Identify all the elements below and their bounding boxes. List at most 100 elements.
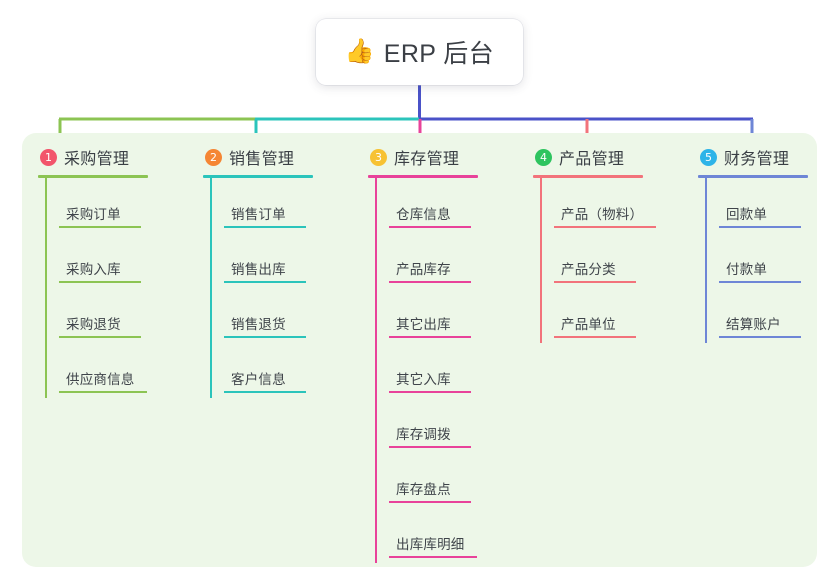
leaf-underline xyxy=(554,226,656,228)
leaf-label: 付款单 xyxy=(726,262,768,277)
leaf-underline xyxy=(389,391,471,393)
column-4: 4 产品管理产品（物料） 产品分类产品单位 xyxy=(533,146,656,343)
leaf-node[interactable]: 库存盘点 xyxy=(382,453,478,508)
column-badge-1: 1 xyxy=(40,148,57,166)
leaf-label: 采购订单 xyxy=(66,207,121,222)
leaf-node[interactable]: 销售出库 xyxy=(217,233,313,288)
leaf-label: 产品单位 xyxy=(561,317,616,332)
leaf-underline xyxy=(389,226,471,228)
leaf-node[interactable]: 采购退货 xyxy=(52,288,148,343)
column-title-5: 财务管理 xyxy=(724,151,790,168)
leaf-label: 产品库存 xyxy=(396,262,451,277)
leaf-node[interactable]: 仓库信息 xyxy=(382,178,478,233)
column-2: 2 销售管理销售订单销售出库销售退货客户信息 xyxy=(203,146,313,398)
leaf-node[interactable]: 采购入库 xyxy=(52,233,148,288)
leaf-label: 库存盘点 xyxy=(396,482,451,497)
leaf-node[interactable]: 销售退货 xyxy=(217,288,313,343)
leaf-label: 销售订单 xyxy=(231,207,286,222)
column-title-4: 产品管理 xyxy=(559,151,625,168)
leaf-underline xyxy=(554,281,636,283)
leaf-underline xyxy=(224,281,306,283)
leaf-node[interactable]: 销售订单 xyxy=(217,178,313,233)
leaf-label: 销售出库 xyxy=(231,262,286,277)
leaf-underline xyxy=(389,281,471,283)
leaf-label: 其它出库 xyxy=(396,317,451,332)
leaf-node[interactable]: 产品分类 xyxy=(547,233,643,288)
leaf-label: 采购入库 xyxy=(66,262,121,277)
leaf-underline xyxy=(224,226,306,228)
leaf-node[interactable]: 供应商信息 xyxy=(52,343,148,398)
leaf-node[interactable]: 其它出库 xyxy=(382,288,478,343)
leaf-node[interactable]: 其它入库 xyxy=(382,343,478,398)
column-title-2: 销售管理 xyxy=(229,151,295,168)
column-badge-5: 5 xyxy=(700,148,717,166)
leaf-underline xyxy=(389,446,471,448)
leaf-underline xyxy=(389,336,471,338)
leaf-node[interactable]: 采购订单 xyxy=(52,178,148,233)
leaf-underline xyxy=(389,556,477,558)
column-header-5[interactable]: 5 财务管理 xyxy=(698,146,808,168)
leaf-label: 销售退货 xyxy=(231,317,286,332)
column-spine-4 xyxy=(540,178,542,343)
column-header-2[interactable]: 2 销售管理 xyxy=(203,146,313,168)
root-node[interactable]: 👍 ERP 后台 xyxy=(316,19,523,85)
column-badge-2: 2 xyxy=(205,148,222,166)
root-node-label: ERP 后台 xyxy=(383,40,495,68)
leaf-node[interactable]: 产品（物料） xyxy=(547,178,656,233)
leaf-label: 回款单 xyxy=(726,207,768,222)
column-underline-1 xyxy=(38,175,148,178)
leaf-label: 客户信息 xyxy=(231,372,286,387)
diagram-panel xyxy=(22,133,817,567)
leaf-underline xyxy=(719,226,801,228)
leaf-underline xyxy=(224,336,306,338)
leaf-underline xyxy=(719,336,801,338)
leaf-underline xyxy=(59,391,147,393)
column-items-3: 仓库信息产品库存其它出库其它入库库存调拨库存盘点出库库明细 xyxy=(368,178,478,563)
column-spine-1 xyxy=(45,178,47,398)
leaf-underline xyxy=(59,336,141,338)
thumbs-up-icon: 👍 xyxy=(344,38,375,65)
leaf-label: 库存调拨 xyxy=(396,427,451,442)
column-items-5: 回款单付款单结算账户 xyxy=(698,178,808,343)
column-items-1: 采购订单采购入库采购退货供应商信息 xyxy=(38,178,148,398)
leaf-underline xyxy=(59,226,141,228)
leaf-node[interactable]: 付款单 xyxy=(712,233,808,288)
leaf-label: 供应商信息 xyxy=(66,372,135,387)
column-underline-5 xyxy=(698,175,808,178)
leaf-underline xyxy=(59,281,141,283)
column-title-3: 库存管理 xyxy=(394,151,460,168)
leaf-underline xyxy=(389,501,471,503)
column-spine-5 xyxy=(705,178,707,343)
leaf-label: 产品分类 xyxy=(561,262,616,277)
leaf-node[interactable]: 库存调拨 xyxy=(382,398,478,453)
leaf-underline xyxy=(224,391,306,393)
leaf-underline xyxy=(554,336,636,338)
column-underline-3 xyxy=(368,175,478,178)
column-header-4[interactable]: 4 产品管理 xyxy=(533,146,643,168)
column-items-2: 销售订单销售出库销售退货客户信息 xyxy=(203,178,313,398)
leaf-node[interactable]: 客户信息 xyxy=(217,343,313,398)
leaf-node[interactable]: 出库库明细 xyxy=(382,508,478,563)
column-underline-4 xyxy=(533,175,643,178)
leaf-label: 其它入库 xyxy=(396,372,451,387)
leaf-node[interactable]: 结算账户 xyxy=(712,288,808,343)
column-badge-4: 4 xyxy=(535,148,552,166)
leaf-label: 产品（物料） xyxy=(561,207,644,222)
leaf-node[interactable]: 产品单位 xyxy=(547,288,643,343)
column-5: 5 财务管理回款单付款单结算账户 xyxy=(698,146,808,343)
leaf-node[interactable]: 回款单 xyxy=(712,178,808,233)
column-spine-3 xyxy=(375,178,377,563)
leaf-node[interactable]: 产品库存 xyxy=(382,233,478,288)
leaf-label: 仓库信息 xyxy=(396,207,451,222)
column-header-1[interactable]: 1 采购管理 xyxy=(38,146,148,168)
leaf-label: 出库库明细 xyxy=(396,537,465,552)
column-underline-2 xyxy=(203,175,313,178)
leaf-label: 采购退货 xyxy=(66,317,121,332)
column-spine-2 xyxy=(210,178,212,398)
leaf-underline xyxy=(719,281,801,283)
column-title-1: 采购管理 xyxy=(64,151,130,168)
column-1: 1 采购管理采购订单采购入库采购退货供应商信息 xyxy=(38,146,148,398)
